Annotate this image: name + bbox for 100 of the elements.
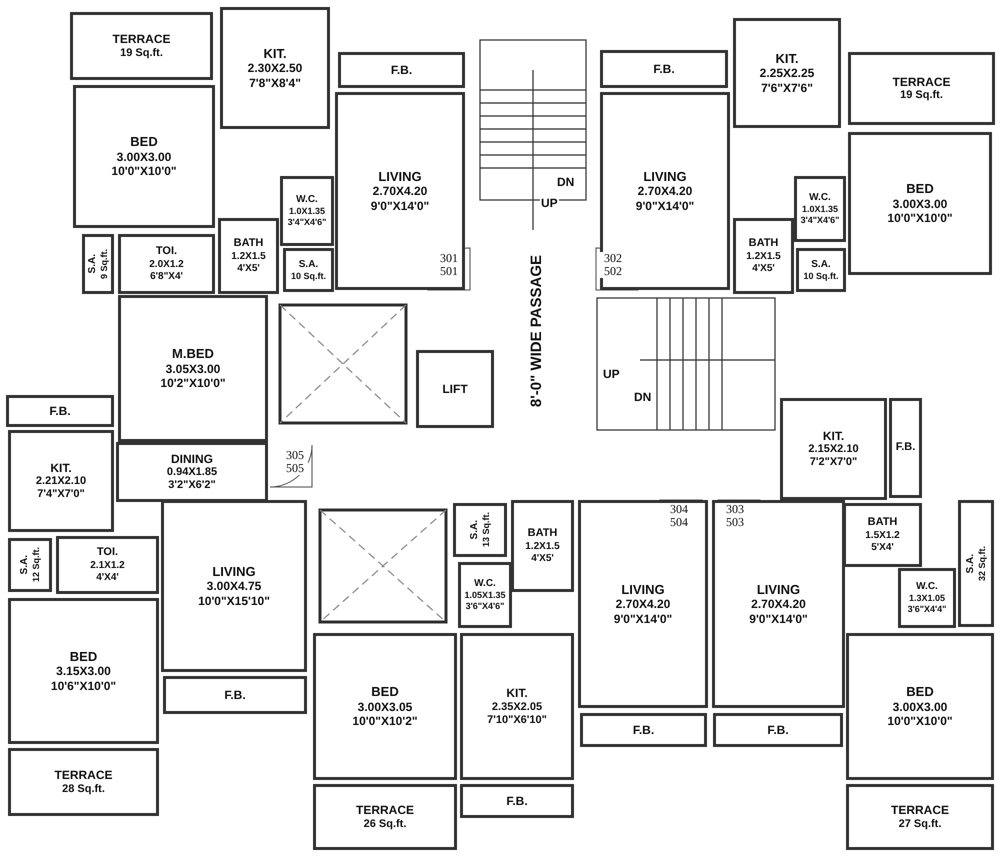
room-size: 2.35X2.05 — [492, 700, 542, 714]
room-size: 4'X5' — [237, 262, 260, 275]
room-outline — [460, 633, 574, 780]
room-outline — [600, 50, 728, 88]
room-outline — [460, 784, 574, 818]
room-size: 4'X5' — [752, 262, 775, 275]
room-size: 9'0"X14'0" — [749, 612, 808, 626]
room-size: 0.94X1.85 — [166, 466, 218, 480]
room-size: 1.2X1.5 — [231, 250, 266, 263]
room-size: 3.00X3.00 — [892, 196, 948, 212]
room-size: 10'0"X10'0" — [887, 211, 953, 226]
room-name: LIFT — [442, 382, 468, 396]
room-name: F.B. — [49, 404, 71, 418]
room-size: 2.1X1.2 — [90, 560, 125, 572]
room-size: 26 Sq.ft. — [364, 818, 406, 831]
room-outline — [280, 176, 334, 246]
room-size: 5'X4' — [871, 542, 894, 554]
room-name: F.B. — [896, 441, 916, 455]
room-outline — [889, 398, 922, 498]
room-name: BED — [70, 648, 98, 664]
room-outline — [600, 92, 730, 290]
room-outline — [163, 676, 307, 714]
room-size: 2.70X4.20 — [751, 597, 806, 612]
room-size: 1.0X1.35 — [288, 206, 326, 217]
stair-direction: UP — [540, 196, 559, 210]
room-size: 1.5X1.2 — [865, 530, 900, 542]
room-outline — [712, 500, 845, 708]
room-outline — [733, 18, 841, 128]
room-outline — [56, 536, 159, 594]
room-name: F.B. — [632, 722, 654, 738]
room-size: 7'4"X7'0" — [37, 488, 85, 502]
room-size: 9'0"X14'0" — [614, 612, 672, 626]
room-size: 3.05X3.00 — [166, 362, 220, 376]
room-name: BATH — [528, 527, 558, 541]
room-outline — [220, 7, 330, 129]
room-name: W.C. — [296, 194, 318, 206]
room-outline — [70, 12, 213, 80]
stair-direction: DN — [633, 390, 652, 404]
room-outline — [313, 633, 457, 780]
room-outline — [733, 218, 794, 294]
room-outline — [8, 598, 159, 744]
room-outline — [335, 92, 465, 290]
room-size: 3.00X3.00 — [116, 150, 172, 164]
room-size: 7'8"X8'4" — [249, 76, 301, 90]
room-outline — [218, 218, 279, 294]
room-outline — [780, 398, 887, 500]
room-name: KIT. — [775, 50, 799, 66]
room-outline — [161, 500, 307, 672]
room-outline — [796, 248, 846, 292]
room-size: 1.3X1.05 — [908, 593, 946, 604]
room-name: W.C. — [474, 578, 496, 590]
room-size: 2.25X2.25 — [760, 66, 814, 81]
room-size: 2.21X2.10 — [36, 475, 86, 488]
room-outline — [118, 234, 215, 294]
room-name: W.C. — [916, 581, 938, 594]
room-name: KIT. — [822, 428, 844, 443]
room-name: F.B. — [653, 62, 675, 76]
room-outline — [6, 395, 114, 427]
room-name: W.C. — [809, 192, 831, 204]
room-size: 2.70X4.20 — [638, 184, 692, 199]
room-size: 10'0"X10'0" — [887, 714, 953, 729]
room-name: LIVING — [621, 582, 665, 598]
stair-direction: DN — [556, 175, 576, 189]
room-name: DINING — [171, 452, 213, 466]
room-name: BATH — [748, 237, 778, 251]
room-name: TOI. — [156, 245, 178, 259]
room-name: S.A. — [811, 258, 831, 271]
room-name: F.B. — [506, 794, 528, 808]
room-size: 1.0X1.35 — [802, 204, 838, 215]
room-size: 3.00X3.00 — [892, 700, 948, 714]
room-size: 9 Sq.ft. — [98, 248, 110, 279]
room-size: 32 Sq.ft. — [976, 546, 988, 581]
room-size: 10 Sq.ft. — [290, 270, 326, 282]
room-size: 3'6"X4'6" — [466, 601, 504, 612]
room-name: S.A. — [298, 258, 318, 271]
room-outline — [958, 500, 994, 627]
room-name: TERRACE — [54, 768, 112, 783]
room-size: 7'10"X6'10" — [487, 714, 547, 727]
room-outline — [511, 500, 574, 592]
room-name: TERRACE — [892, 74, 950, 90]
room-name: BED — [371, 684, 399, 700]
room-name: BED — [130, 134, 158, 150]
room-outline — [73, 85, 215, 228]
room-size: 3.15X3.00 — [56, 664, 111, 679]
room-size: 2.70X4.20 — [372, 184, 428, 199]
room-outline — [82, 234, 114, 294]
room-size: 1.2X1.5 — [525, 540, 560, 553]
room-name: F.B. — [224, 688, 246, 702]
room-name: F.B. — [767, 722, 789, 738]
room-size: 3'4"X4'6" — [800, 215, 840, 226]
room-outline — [416, 350, 494, 428]
room-size: 10'2"X10'0" — [160, 376, 226, 391]
room-size: 2.0X1.2 — [149, 258, 184, 271]
room-size: 3'4"X4'6" — [288, 217, 326, 228]
room-size: 19 Sq.ft. — [120, 46, 163, 60]
room-size: 9'0"X14'0" — [636, 198, 694, 214]
room-size: 9'0"X14'0" — [370, 198, 430, 214]
room-size: 1.05X1.35 — [464, 590, 506, 601]
room-outline — [8, 430, 114, 532]
room-size: 3.00X4.75 — [206, 579, 262, 594]
